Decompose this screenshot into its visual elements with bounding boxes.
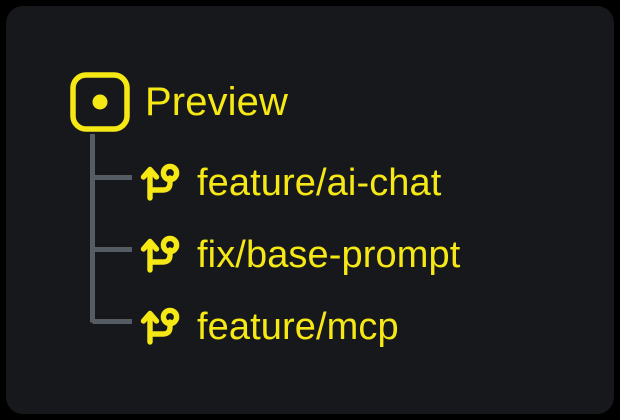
tree-branch-label: fix/base-prompt bbox=[197, 234, 461, 276]
tree-branch-item[interactable]: fix/base-prompt bbox=[139, 228, 460, 282]
tree-panel: Preview feature/ai-chat fix/base-prompt bbox=[6, 6, 614, 414]
git-branch-icon bbox=[140, 235, 180, 273]
preview-dot-square-icon bbox=[70, 72, 130, 132]
git-branch-icon bbox=[140, 163, 180, 201]
tree-root-node[interactable]: Preview bbox=[69, 70, 288, 134]
tree-branch-item[interactable]: feature/ai-chat bbox=[139, 156, 441, 210]
git-branch-icon bbox=[140, 307, 180, 345]
tree-branch-label: feature/mcp bbox=[197, 306, 399, 348]
tree-branch-item[interactable]: feature/mcp bbox=[139, 300, 399, 354]
tree-branch-label: feature/ai-chat bbox=[197, 162, 442, 204]
tree-root-label: Preview bbox=[145, 80, 288, 124]
